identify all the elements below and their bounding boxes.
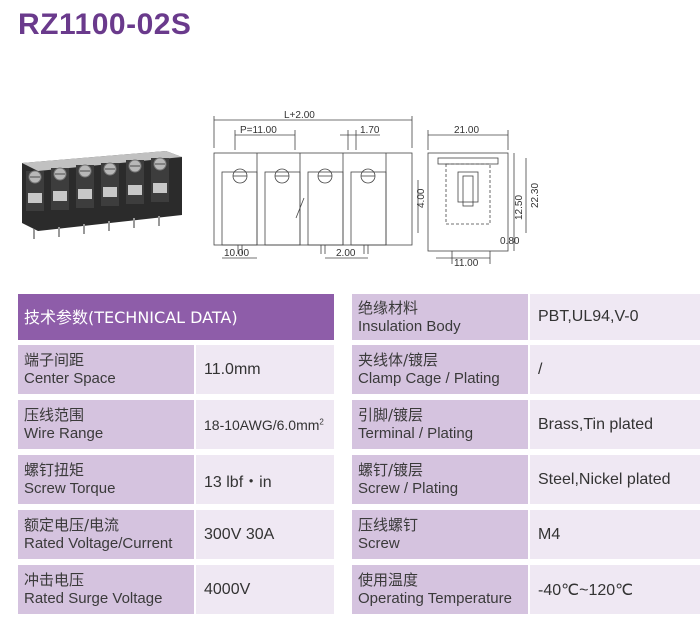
dim-left-width: 10.00 [224,248,249,259]
dim-pitch: P=11.00 [240,125,277,136]
dim-pin-thickness: 0.80 [500,236,520,247]
product-image [22,151,182,239]
page-title: RZ1100-02S [18,8,192,41]
table-header: 技术参数(TECHNICAL DATA) [18,294,334,340]
technical-data-table: 技术参数(TECHNICAL DATA) 端子间距 Center Space 1… [18,294,700,616]
dim-pin-spacing: 11.00 [454,258,479,268]
spec-value-clamp-cage: / [530,345,700,394]
spec-label-screw-torque: 螺钉扭矩 Screw Torque [18,455,194,504]
spec-value-surge-voltage: 4000V [196,565,334,614]
spec-label-rated-voltage-current: 额定电压/电流 Rated Voltage/Current [18,510,194,559]
spec-value-screw-plating: Steel,Nickel plated [530,455,700,504]
spec-value-terminal-plating: Brass,Tin plated [530,400,700,449]
dim-overall: L+2.00 [284,110,315,121]
spec-value-rated-voltage-current: 300V 30A [196,510,334,559]
dim-pin-gap: 2.00 [336,248,356,259]
spec-label-operating-temperature: 使用温度 Operating Temperature [352,565,528,614]
dim-height: 4.00 [416,188,427,208]
spec-value-screw-torque: 13 lbf・in [196,455,334,504]
spec-label-screw-plating: 螺钉/镀层 Screw / Plating [352,455,528,504]
spec-value-insulation-body: PBT,UL94,V-0 [530,294,700,340]
spec-label-screw: 压线螺钉 Screw [352,510,528,559]
dim-side-total: 22.30 [530,183,541,208]
spec-value-screw: M4 [530,510,700,559]
spec-label-surge-voltage: 冲击电压 Rated Surge Voltage [18,565,194,614]
technical-drawing: L+2.00 P=11.00 1.70 4.00 10.00 2.00 21.0… [213,110,541,268]
spec-value-wire-range: 18-10AWG/6.0mm2 [196,400,334,449]
dim-side-inner: 12.50 [514,195,525,220]
spec-value-center-space: 11.0mm [196,345,334,394]
spec-label-insulation-body: 绝缘材料 Insulation Body [352,294,528,340]
table-header-label: 技术参数(TECHNICAL DATA) [24,307,238,327]
spec-label-wire-range: 压线范围 Wire Range [18,400,194,449]
spec-label-clamp-cage: 夹线体/镀层 Clamp Cage / Plating [352,345,528,394]
dim-offset: 1.70 [360,125,380,136]
dim-side-width: 21.00 [454,125,479,136]
spec-label-center-space: 端子间距 Center Space [18,345,194,394]
spec-value-operating-temperature: -40℃~120℃ [530,565,700,614]
spec-label-terminal-plating: 引脚/镀层 Terminal / Plating [352,400,528,449]
